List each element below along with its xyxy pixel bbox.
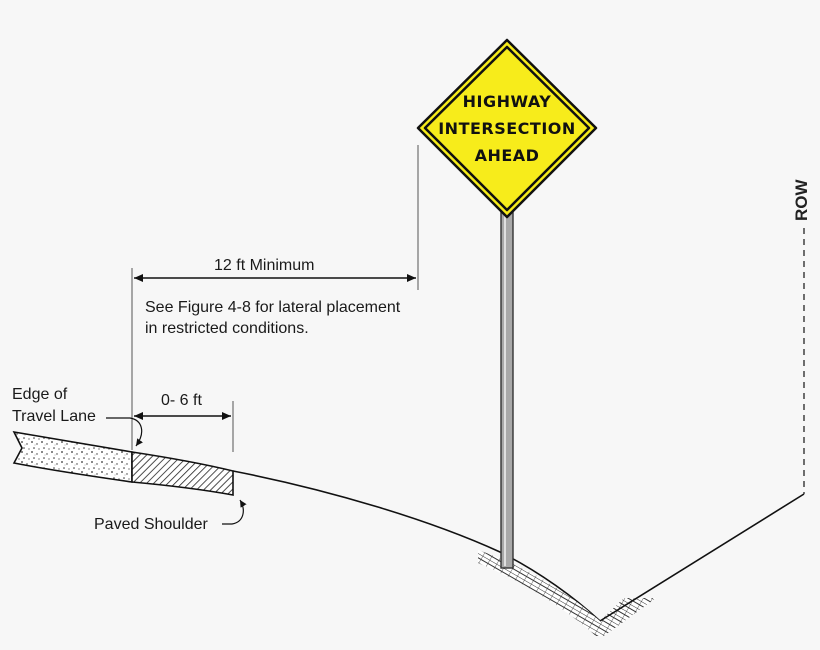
foreslope-line (232, 470, 601, 622)
sign-text-line-3: AHEAD (474, 146, 540, 165)
placement-note-line-2: in restricted conditions. (145, 320, 309, 337)
sign-text-line-1: HIGHWAY (462, 92, 552, 111)
diamond-warning-sign (416, 38, 598, 219)
edge-of-travel-lane-label-2: Travel Lane (12, 408, 96, 425)
paved-shoulder-label: Paved Shoulder (94, 516, 208, 533)
sign-text-line-2: INTERSECTION (438, 119, 576, 138)
paved-shoulder (131, 451, 234, 496)
paved-shoulder-leader (222, 499, 247, 525)
placement-note-line-1: See Figure 4-8 for lateral placement (145, 299, 401, 316)
right-of-way-label: ROW (792, 179, 811, 221)
edge-of-travel-lane-label-1: Edge of (12, 386, 68, 403)
backslope-line (599, 493, 805, 622)
shoulder-width-label: 0- 6 ft (161, 392, 202, 409)
sign-inner-border (423, 45, 591, 212)
offset-dimension-label: 12 ft Minimum (214, 257, 315, 274)
travel-lane-pavement (12, 430, 133, 483)
edge-lane-leader (106, 417, 143, 447)
sign-post (500, 209, 514, 569)
